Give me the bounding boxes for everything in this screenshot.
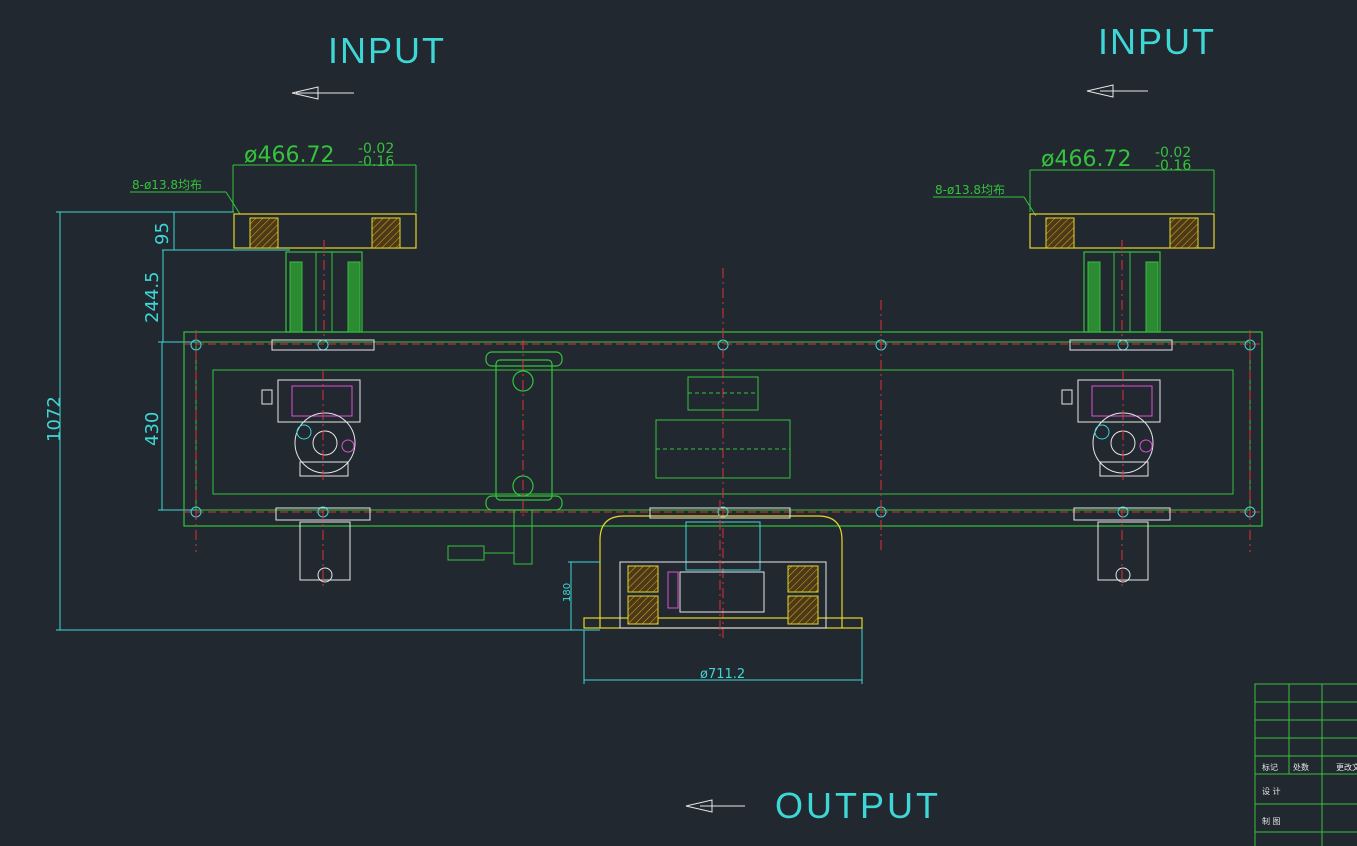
svg-text:ø466.72: ø466.72 (1041, 147, 1131, 172)
svg-text:-0.02: -0.02 (1155, 145, 1191, 161)
svg-text:处数: 处数 (1293, 762, 1309, 772)
svg-text:-0.02: -0.02 (358, 141, 394, 157)
input-label-right: INPUT (1098, 21, 1216, 62)
input-label-left: INPUT (328, 30, 446, 71)
svg-text:制 图: 制 图 (1262, 816, 1281, 826)
brake-caliper-left (261, 370, 361, 480)
input-arrow-right (1086, 84, 1148, 98)
svg-text:标记: 标记 (1262, 762, 1278, 772)
output-arrow (685, 799, 745, 813)
intermediate-shaft (447, 340, 563, 565)
svg-text:ø711.2: ø711.2 (700, 667, 745, 682)
title-block: 标记 处数 更改文件 设 计 制 图 (1254, 683, 1357, 846)
svg-text:1072: 1072 (44, 396, 65, 442)
input-shaft-right (1029, 213, 1215, 351)
svg-text:ø466.72: ø466.72 (244, 143, 334, 168)
output-label: OUTPUT (775, 785, 941, 826)
flange-dimension-right: ø466.72 -0.02 -0.16 8-ø13.8均布 (933, 145, 1215, 217)
svg-text:-0.16: -0.16 (1155, 158, 1191, 174)
svg-text:180: 180 (562, 583, 573, 602)
gearbox-housing (183, 268, 1263, 640)
svg-text:更改文件: 更改文件 (1336, 762, 1357, 772)
svg-text:430: 430 (142, 412, 163, 446)
brake-caliper-right (1061, 370, 1161, 480)
svg-text:8-ø13.8均布: 8-ø13.8均布 (132, 178, 202, 192)
vertical-dimensions: 1072 95 244.5 430 (44, 211, 600, 631)
flange-dimension-left: ø466.72 -0.02 -0.16 8-ø13.8均布 (130, 141, 417, 215)
output-assembly: 180 ø711.2 (562, 500, 863, 684)
svg-text:设 计: 设 计 (1262, 786, 1281, 796)
svg-text:8-ø13.8均布: 8-ø13.8均布 (935, 183, 1005, 197)
svg-text:244.5: 244.5 (142, 271, 163, 323)
input-arrow-left (291, 86, 354, 100)
svg-text:-0.16: -0.16 (358, 154, 394, 170)
bottom-bearing-right (1073, 507, 1171, 588)
bottom-bearing-left (275, 507, 371, 588)
input-shaft-left (233, 213, 417, 351)
svg-text:95: 95 (152, 222, 173, 245)
